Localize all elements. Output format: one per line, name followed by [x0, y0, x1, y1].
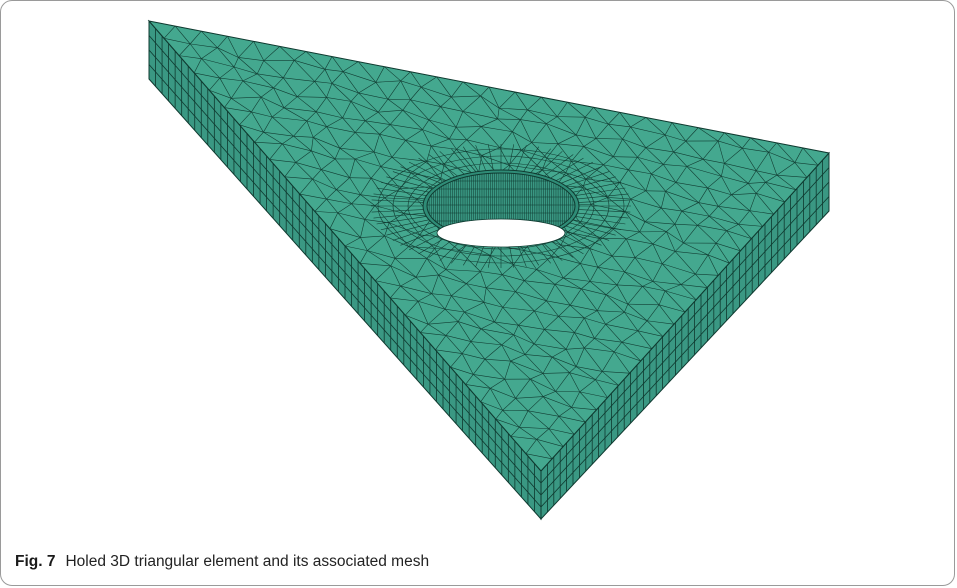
triangular-mesh	[149, 21, 829, 471]
figure-caption: Fig. 7 Holed 3D triangular element and it…	[15, 553, 429, 571]
hole-opening	[436, 218, 566, 248]
caption-text: Holed 3D triangular element and its asso…	[65, 553, 430, 570]
figure-label: Fig. 7	[15, 553, 56, 570]
